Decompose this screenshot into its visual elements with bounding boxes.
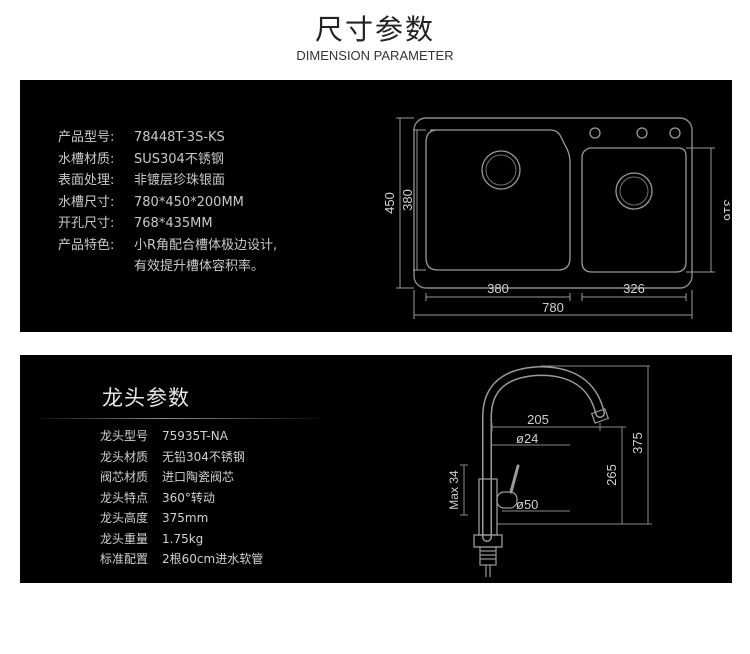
faucet-value: 进口陶瓷阀芯 [162, 470, 235, 484]
spec-label: 产品型号: [58, 130, 115, 145]
faucet-label: 标准配置 [100, 552, 149, 566]
left-bowl [425, 129, 571, 271]
faucet-value: 2根60cm进水软管 [162, 552, 264, 566]
faucet-label: 阀芯材质 [100, 470, 149, 484]
spec-row: 产品型号: 78448T-3S-KS [58, 127, 277, 149]
faucet-row: 阀芯材质 进口陶瓷阀芯 [100, 467, 263, 488]
spec-label: 表面处理: [58, 173, 115, 188]
sink-outline [413, 117, 693, 289]
faucet-row: 龙头型号 75935T-NA [100, 426, 263, 447]
right-drain-inner [619, 176, 649, 206]
faucet-row: 标准配置 2根60cm进水软管 [100, 549, 263, 570]
spec-row: 水槽材质: SUS304不锈钢 [58, 149, 277, 171]
sink-drawing: 450 380 316 380 326 780 [382, 117, 730, 319]
faucet-hole [589, 127, 601, 139]
faucet-value: 75935T-NA [162, 429, 228, 443]
left-drain [481, 150, 521, 190]
faucet-hole [636, 127, 648, 139]
spec-value: 非镀层珍珠银面 [134, 173, 226, 188]
spec-continuation: 有效提升槽体容积率。 [134, 259, 265, 274]
spec-value: SUS304不锈钢 [134, 151, 224, 167]
faucet-spout [482, 365, 605, 542]
page-subtitle: DIMENSION PARAMETER [296, 48, 454, 63]
dim-max-thickness: Max 34 [447, 470, 461, 510]
spec-value: 小R角配合槽体极边设计, [134, 237, 278, 253]
faucet-nozzle [590, 408, 610, 424]
faucet-spout-inner [483, 367, 604, 541]
spec-label: 水槽材质: [58, 151, 115, 167]
faucet-spec-panel: 龙头参数 龙头型号 75935T-NA 龙头材质 无铅304不锈钢 阀芯材质 进… [20, 355, 732, 583]
faucet-label: 龙头高度 [100, 511, 149, 525]
dim-right-height: 316 [721, 199, 730, 221]
faucet-value: 1.75kg [162, 531, 204, 546]
faucet-label: 龙头重量 [100, 531, 149, 546]
dim-total-height: 375 [630, 432, 645, 454]
dim-pipe-diameter: ø24 [516, 431, 538, 446]
spec-label: 水槽尺寸: [58, 194, 115, 210]
faucet-row: 龙头特点 360°转动 [100, 488, 263, 509]
faucet-hole [669, 127, 681, 139]
faucet-row: 龙头材质 无铅304不锈钢 [100, 447, 263, 468]
dim-spout-height: 265 [604, 464, 619, 486]
faucet-drawing: 205 ø24 ø50 265 375 Max 34 [447, 365, 652, 577]
faucet-label: 龙头特点 [100, 490, 149, 505]
spec-value: 768*435MM [134, 216, 213, 231]
faucet-handle [496, 491, 518, 509]
spec-row: 产品特色: 小R角配合槽体极边设计, [58, 235, 277, 257]
title-divider [40, 418, 318, 419]
dim-inner-height: 380 [400, 189, 415, 211]
spec-value: 78448T-3S-KS [134, 130, 225, 145]
faucet-label: 龙头型号 [100, 429, 149, 443]
faucet-handle-lever [509, 464, 520, 494]
faucet-row: 龙头重量 1.75kg [100, 529, 263, 550]
dim-left-width: 380 [487, 281, 509, 296]
page-title: 尺寸参数 [314, 13, 435, 46]
faucet-label: 龙头材质 [100, 449, 149, 464]
spec-label: 产品特色: [58, 237, 115, 253]
left-drain-inner [485, 154, 517, 186]
dim-total-width: 780 [542, 300, 564, 315]
right-bowl [581, 147, 687, 273]
dim-overall-height: 450 [382, 192, 397, 214]
sink-spec-panel: 产品型号: 78448T-3S-KS 水槽材质: SUS304不锈钢 表面处理:… [20, 80, 732, 332]
dim-right-width: 326 [623, 281, 645, 296]
sink-spec-list: 产品型号: 78448T-3S-KS 水槽材质: SUS304不锈钢 表面处理:… [58, 127, 277, 278]
faucet-row: 龙头高度 375mm [100, 508, 263, 529]
faucet-shank [479, 546, 497, 577]
spec-row: 水槽尺寸: 780*450*200MM [58, 192, 277, 214]
spec-row: 表面处理: 非镀层珍珠银面 [58, 170, 277, 192]
dimension-lines [460, 365, 652, 525]
right-drain [615, 172, 653, 210]
faucet-value: 无铅304不锈钢 [162, 449, 245, 464]
faucet-value: 360°转动 [162, 490, 215, 505]
spec-value: 780*450*200MM [134, 194, 244, 210]
faucet-section-title: 龙头参数 [102, 386, 190, 410]
faucet-value: 375mm [162, 511, 209, 525]
dim-base-diameter: ø50 [516, 497, 538, 512]
dim-reach: 205 [527, 412, 549, 427]
spec-label: 开孔尺寸: [58, 216, 115, 231]
faucet-spec-list: 龙头型号 75935T-NA 龙头材质 无铅304不锈钢 阀芯材质 进口陶瓷阀芯… [100, 426, 263, 570]
dimension-lines [396, 117, 715, 319]
spec-row: 开孔尺寸: 768*435MM [58, 213, 277, 235]
